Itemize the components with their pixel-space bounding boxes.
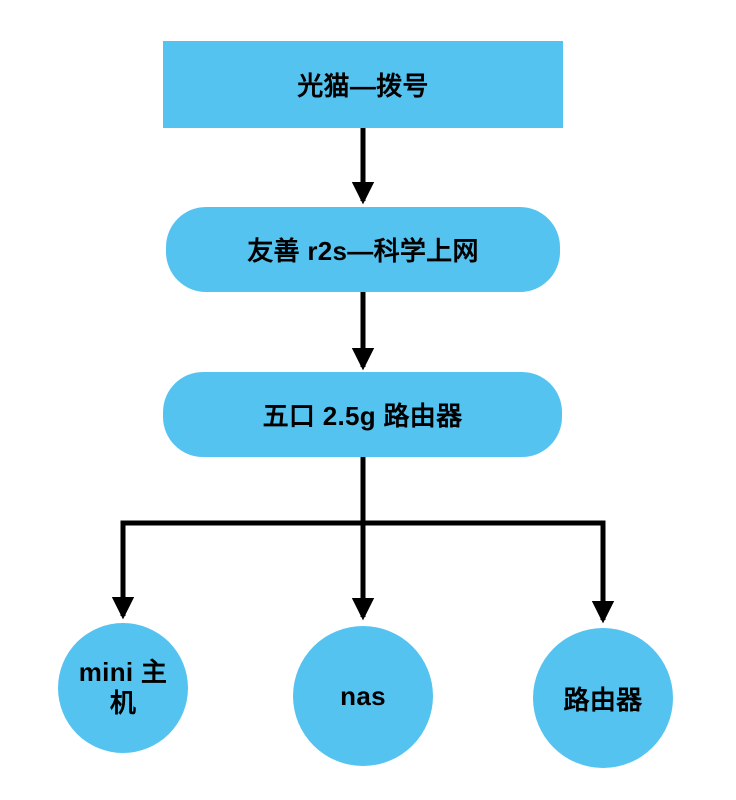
node-label: 光猫—拨号 bbox=[297, 71, 429, 101]
node-r2s-gateway: 友善 r2s—科学上网 bbox=[166, 207, 560, 292]
node-label: mini 主机 bbox=[78, 657, 168, 718]
node-label: 五口 2.5g 路由器 bbox=[262, 401, 463, 431]
node-mini-pc: mini 主机 bbox=[58, 623, 188, 753]
node-five-port-router: 五口 2.5g 路由器 bbox=[163, 372, 562, 457]
node-nas: nas bbox=[293, 626, 433, 766]
node-optical-modem: 光猫—拨号 bbox=[163, 41, 563, 128]
node-label: nas bbox=[340, 680, 386, 711]
node-label: 路由器 bbox=[563, 684, 643, 715]
node-label: 友善 r2s—科学上网 bbox=[247, 236, 479, 266]
node-router: 路由器 bbox=[533, 628, 673, 768]
